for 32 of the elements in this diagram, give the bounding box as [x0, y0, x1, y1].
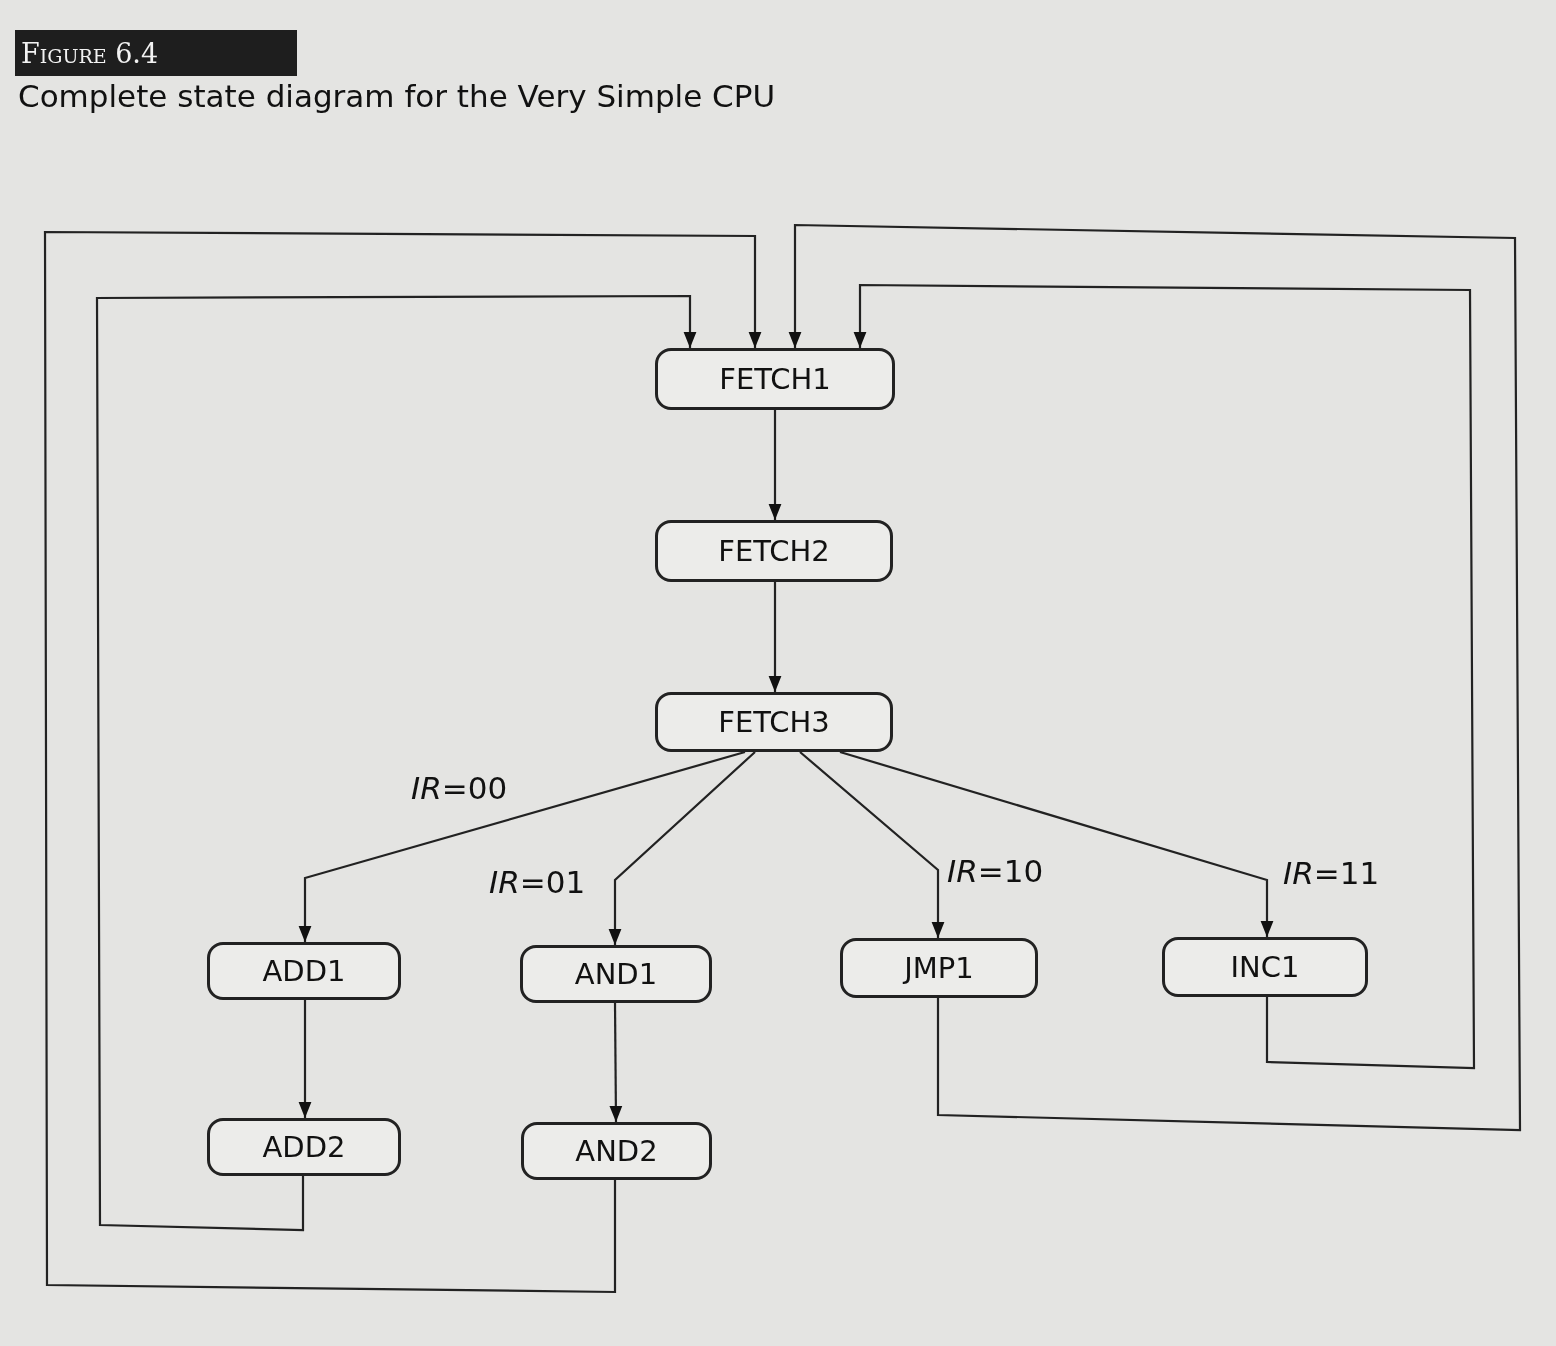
state-box: [655, 692, 893, 752]
figure-title: Figure 6.4: [21, 37, 159, 69]
state-box: [207, 942, 401, 1000]
state-name: AND2: [575, 1134, 658, 1168]
state-box: [520, 945, 712, 1003]
state-box: [655, 520, 893, 582]
transition-arrow: [768, 410, 782, 520]
transition-arrow: [839, 750, 1274, 937]
state-name: INC1: [1230, 950, 1300, 984]
transition-arrow: [298, 1000, 312, 1118]
state-name: ADD1: [262, 954, 346, 988]
transition-arrow: [43, 230, 762, 1294]
state-box: [655, 348, 895, 410]
state-box: [207, 1118, 401, 1176]
state-name: FETCH3: [718, 705, 830, 739]
state-box: [521, 1122, 712, 1180]
figure-caption: Complete state diagram for the Very Simple CPU: [18, 78, 776, 114]
transition-arrow: [768, 582, 782, 692]
transition-arrow: [95, 294, 697, 1232]
state-name: AND1: [574, 957, 658, 991]
transition-arrow: [799, 751, 945, 938]
state-name: JMP1: [904, 951, 974, 985]
transition-arrow: [788, 223, 1522, 1132]
state-box: [1162, 937, 1368, 997]
state-box: [840, 938, 1038, 998]
state-name: FETCH1: [719, 362, 831, 396]
state-name: FETCH2: [718, 534, 830, 568]
transition-arrow: [609, 1003, 623, 1122]
state-name: ADD2: [262, 1130, 346, 1164]
transition-arrow: [853, 283, 1476, 1070]
transition-arrow: [298, 750, 746, 942]
transition-arrow: [608, 751, 756, 945]
